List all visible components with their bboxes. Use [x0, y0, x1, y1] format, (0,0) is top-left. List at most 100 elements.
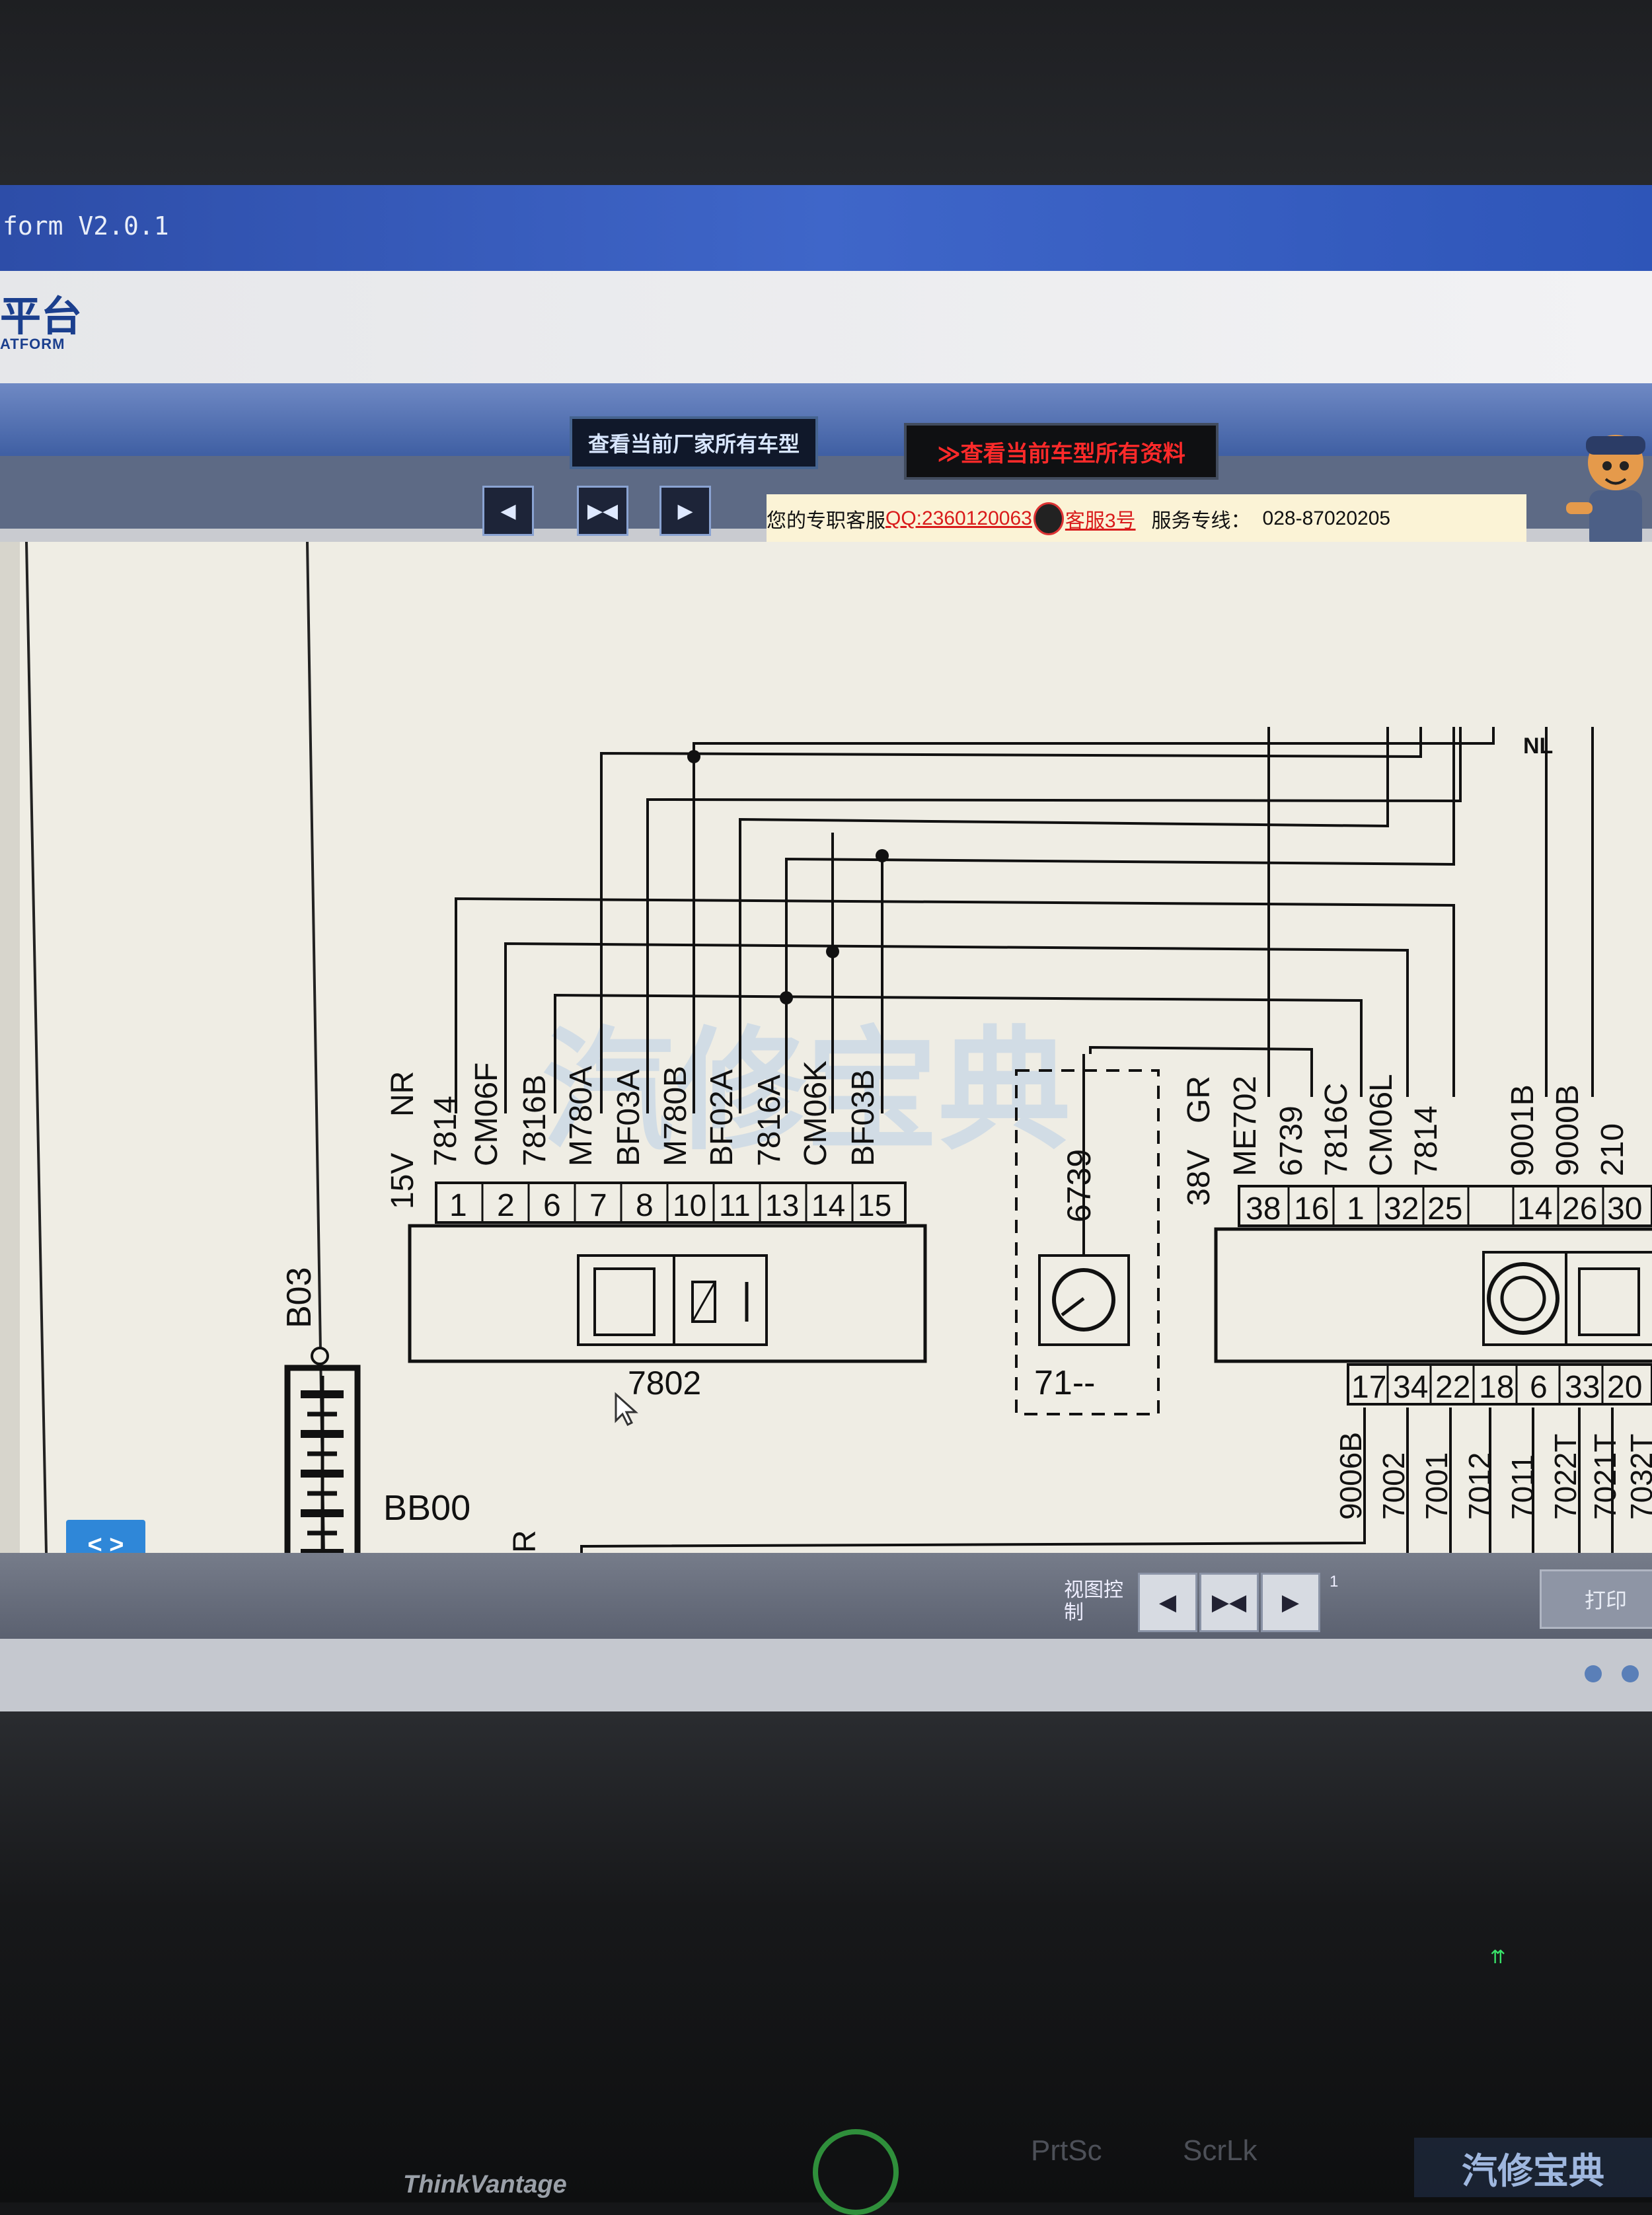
bottom-left-label: R [507, 1530, 543, 1553]
key-scrlk[interactable]: ScrLk [1183, 2134, 1258, 2167]
view-control-label: 视图控 制 [1064, 1579, 1123, 1624]
left-pin: 7 [589, 1188, 607, 1223]
mouse-cursor-icon [615, 1392, 638, 1427]
left-pin: 14 [811, 1188, 845, 1222]
nav-center-icon[interactable]: ▶◀ [577, 486, 628, 536]
window-title: form V2.0.1 [3, 211, 169, 241]
sensor-wire-label: 6739 [1061, 1149, 1098, 1222]
qq-link[interactable]: QQ:2360120063 [885, 507, 1032, 529]
left-wire-label: BF02A [704, 1069, 739, 1166]
left-scroll-strip[interactable] [0, 542, 20, 1553]
left-wire-label: BF03A [611, 1069, 646, 1166]
battery-symbol [284, 1365, 361, 1553]
agent-link[interactable]: 客服3号 [1065, 510, 1136, 532]
right-pin-bottom: 34 [1393, 1370, 1428, 1405]
right-pin-bottom: 20 [1607, 1370, 1642, 1405]
nav-left-icon[interactable]: ◀ [482, 486, 534, 536]
right-pin-bottom: 22 [1435, 1370, 1470, 1405]
laptop-bezel-bottom [0, 1711, 1652, 2202]
right-wire-label: 210 [1595, 1123, 1630, 1176]
right-conn-header-1: 38V [1182, 1150, 1217, 1206]
brand-subtitle: ATFORM [0, 336, 65, 352]
right-wire-label: 7814 [1409, 1106, 1444, 1176]
page-marker: 1 [1330, 1573, 1339, 1591]
left-wire-label: M780B [658, 1066, 693, 1166]
right-wire-label: 9000B [1550, 1084, 1585, 1176]
left-pin: 6 [543, 1188, 561, 1223]
right-pin-bottom: 6 [1530, 1370, 1548, 1405]
right-wire-label: 9001B [1505, 1084, 1540, 1176]
brand-title: 平台 [0, 294, 83, 340]
left-pin: 11 [719, 1188, 751, 1222]
nl-label: NL [1523, 733, 1553, 759]
right-connector-pins-top [1238, 1185, 1652, 1227]
system-tray [1585, 1665, 1639, 1682]
service-info: 您的专职客服 QQ:2360120063 客服3号 服务专线： 028-8702… [767, 494, 1526, 543]
left-module-id: 7802 [628, 1365, 701, 1402]
right-wire-bottom: 7021T [1588, 1434, 1622, 1520]
right-pin-bottom: 33 [1565, 1370, 1600, 1405]
right-pin-bottom: 17 [1351, 1370, 1386, 1405]
qq-penguin-icon[interactable] [1033, 502, 1064, 535]
right-wire-label: ME702 [1228, 1076, 1263, 1176]
diagram-watermark: 汽修宝典 [542, 1018, 1070, 1165]
title-bar: form V2.0.1 [0, 185, 1652, 271]
hotline-label: 服务专线： [1151, 510, 1251, 532]
view-fit-icon[interactable]: ▶◀ [1199, 1573, 1259, 1632]
right-pin-top: 16 [1294, 1191, 1329, 1226]
left-connector-pins [435, 1182, 907, 1224]
right-wire-bottom: 7011 [1505, 1454, 1540, 1520]
right-wire-bottom: 7012 [1462, 1452, 1497, 1520]
hotline-number: 028-87020205 [1262, 507, 1391, 529]
all-models-button[interactable]: 查看当前厂家所有车型 [570, 416, 818, 469]
battery-label: BB00 [383, 1488, 470, 1528]
ground-label: B03 [280, 1267, 319, 1328]
left-conn-pin-header: 7814 [428, 1096, 463, 1166]
tray-network-icon[interactable] [1585, 1665, 1602, 1682]
left-pin: 1 [449, 1188, 467, 1223]
right-pin-top: 14 [1517, 1191, 1552, 1226]
right-wire-bottom: 7032T [1624, 1434, 1652, 1520]
right-module-body [1214, 1227, 1652, 1363]
tray-volume-icon[interactable] [1622, 1665, 1639, 1682]
left-pin: 10 [673, 1188, 706, 1222]
right-wire-bottom: 7001 [1419, 1452, 1454, 1520]
right-connector-pins-bottom [1347, 1363, 1652, 1406]
os-taskbar [0, 1639, 1652, 1711]
wiring-diagram-area [0, 542, 1652, 1553]
thinkvantage-label: ThinkVantage [403, 2171, 567, 2198]
view-label-line2: 制 [1064, 1602, 1084, 1624]
mascot-icon [1566, 435, 1645, 550]
wiring-diagram: 汽修宝典 B03 BB00 [25, 542, 1652, 1553]
right-pin-top: 26 [1562, 1191, 1597, 1226]
app-banner: 平台 ATFORM [0, 271, 1652, 383]
left-module-body [408, 1224, 927, 1363]
view-next-icon[interactable]: ▶ [1261, 1573, 1320, 1632]
right-pin-top: 30 [1607, 1191, 1642, 1226]
right-pin-top: 32 [1384, 1191, 1419, 1226]
right-wire-label: 6739 [1274, 1106, 1309, 1176]
service-prefix: 您的专职客服 [767, 510, 885, 532]
all-docs-button[interactable]: ≫查看当前车型所有资料 [904, 423, 1219, 480]
corner-watermark: 汽修宝典 [1414, 2138, 1652, 2197]
right-wire-label: CM06L [1364, 1074, 1399, 1176]
right-pin-top: 1 [1347, 1191, 1365, 1226]
nav-bar [0, 383, 1652, 456]
wifi-led-icon: ⇈ [1490, 1947, 1506, 1967]
left-wire-label: CM06K [798, 1061, 833, 1166]
left-pin: 13 [765, 1188, 799, 1222]
left-wire-label: CM06F [469, 1063, 504, 1166]
left-wire-label: 7816A [752, 1074, 787, 1166]
right-pin-top: 38 [1246, 1191, 1281, 1226]
print-button[interactable]: 打印 [1540, 1569, 1652, 1629]
sensor-dashed-box [1015, 1054, 1160, 1415]
left-wire-label: BF03B [846, 1069, 881, 1166]
right-pin-top: 25 [1427, 1191, 1462, 1226]
right-wire-bottom: 7002 [1376, 1452, 1411, 1520]
left-pin: 2 [497, 1188, 515, 1223]
key-prtsc[interactable]: PrtSc [1031, 2134, 1102, 2167]
left-pin: 15 [858, 1188, 891, 1222]
right-wire-label: 7816C [1319, 1083, 1354, 1176]
view-prev-icon[interactable]: ◀ [1138, 1573, 1197, 1632]
nav-right-icon[interactable]: ▶ [659, 486, 711, 536]
